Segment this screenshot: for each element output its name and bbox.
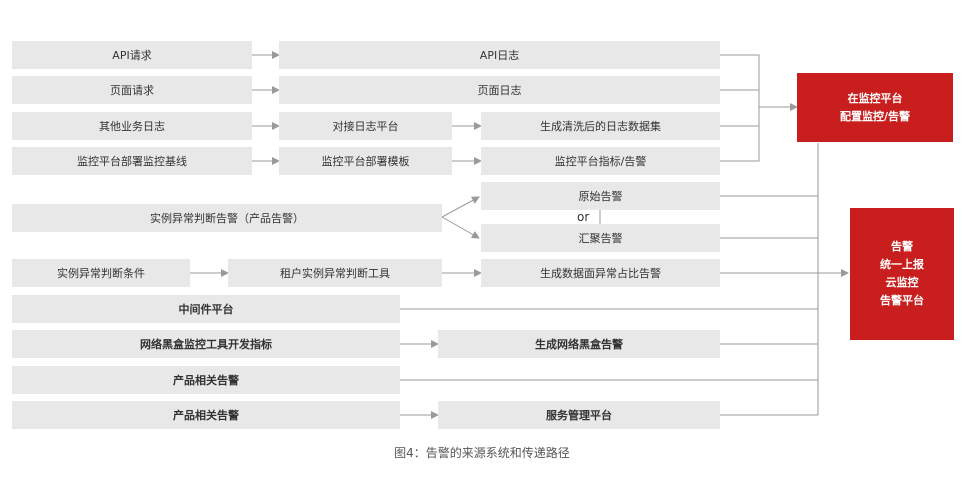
cleaned-log-dataset-box: 生成清洗后的日志数据集 bbox=[481, 112, 720, 140]
monitor-template-box: 监控平台部署模板 bbox=[279, 147, 452, 175]
tenant-anomaly-tool-box: 租户实例异常判断工具 bbox=[228, 259, 442, 287]
figure-caption: 图4：告警的来源系统和传递路径 bbox=[394, 446, 570, 460]
or-label: or bbox=[577, 210, 590, 224]
service-management-platform-box: 服务管理平台 bbox=[438, 401, 720, 429]
arrow-r5a bbox=[441, 196, 480, 218]
product-alert-box-2: 产品相关告警 bbox=[12, 401, 400, 429]
monitor-baseline-box: 监控平台部署监控基线 bbox=[12, 147, 252, 175]
monitor-metrics-alert-box: 监控平台指标/告警 bbox=[481, 147, 720, 175]
product-alert-box-1: 产品相关告警 bbox=[12, 366, 400, 394]
raw-alert-box: 原始告警 bbox=[481, 182, 720, 210]
api-log-box: API日志 bbox=[279, 41, 720, 69]
arrow-r5b bbox=[441, 216, 480, 239]
api-request-box: API请求 bbox=[12, 41, 252, 69]
network-blackbox-tool-box: 网络黑盒监控工具开发指标 bbox=[12, 330, 400, 358]
hub2-line1: 告警 bbox=[891, 240, 913, 253]
monitor-config-hub: 在监控平台 配置监控/告警 bbox=[797, 73, 953, 142]
page-request-box: 页面请求 bbox=[12, 76, 252, 104]
hub2-line2: 统一上报 bbox=[880, 258, 924, 271]
hub1-line1: 在监控平台 bbox=[847, 91, 903, 105]
collector-hub1 bbox=[720, 54, 760, 162]
instance-anomaly-alert-box: 实例异常判断告警（产品告警） bbox=[12, 204, 442, 232]
middleware-platform-box: 中间件平台 bbox=[12, 295, 400, 323]
other-business-log-box: 其他业务日志 bbox=[12, 112, 252, 140]
aggregated-alert-box: 汇聚告警 bbox=[481, 224, 720, 252]
instance-anomaly-condition-box: 实例异常判断条件 bbox=[12, 259, 190, 287]
alert-report-hub: 告警 统一上报 云监控 告警平台 bbox=[850, 208, 954, 340]
network-blackbox-alert-box: 生成网络黑盒告警 bbox=[438, 330, 720, 358]
hub2-line3: 云监控 bbox=[885, 276, 919, 289]
hub1-line2: 配置监控/告警 bbox=[839, 109, 911, 123]
log-platform-box: 对接日志平台 bbox=[279, 112, 452, 140]
data-plane-anomaly-alert-box: 生成数据面异常占比告警 bbox=[481, 259, 720, 287]
hub2-line4: 告警平台 bbox=[880, 294, 924, 307]
page-log-box: 页面日志 bbox=[279, 76, 720, 104]
